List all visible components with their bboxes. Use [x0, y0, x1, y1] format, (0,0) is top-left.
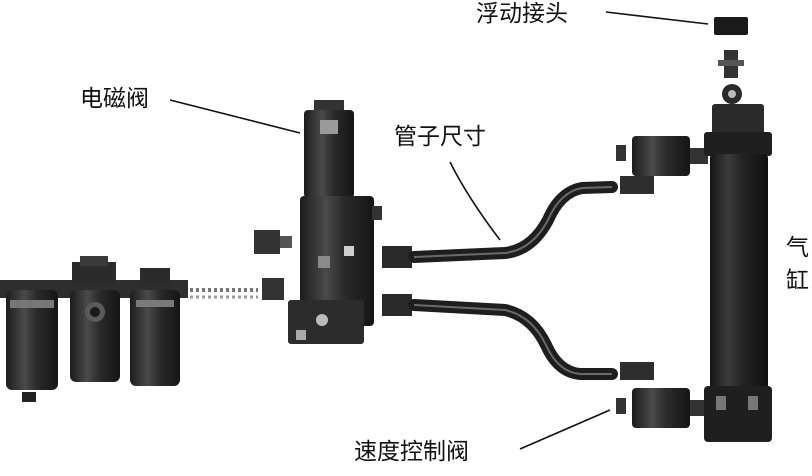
frl-unit [0, 256, 258, 402]
tubing [408, 181, 618, 380]
speed-control-valve-lower [616, 362, 708, 428]
cylinder [704, 104, 772, 442]
floating-joint [714, 17, 748, 104]
speed-control-valve-upper [616, 136, 708, 194]
floating-joint-label: 浮动接头 [476, 1, 568, 27]
solenoid-valve [254, 100, 412, 344]
speed-control-valve-label: 速度控制阀 [354, 439, 469, 465]
tube-size-label: 管子尺寸 [394, 124, 486, 150]
cylinder-label-line2: 缸 [786, 268, 809, 295]
leader-lines [169, 11, 709, 450]
cylinder-label-line1: 气 [786, 235, 809, 261]
cylinder-label: 气 缸 [786, 232, 812, 299]
solenoid-valve-label: 电磁阀 [80, 86, 149, 112]
